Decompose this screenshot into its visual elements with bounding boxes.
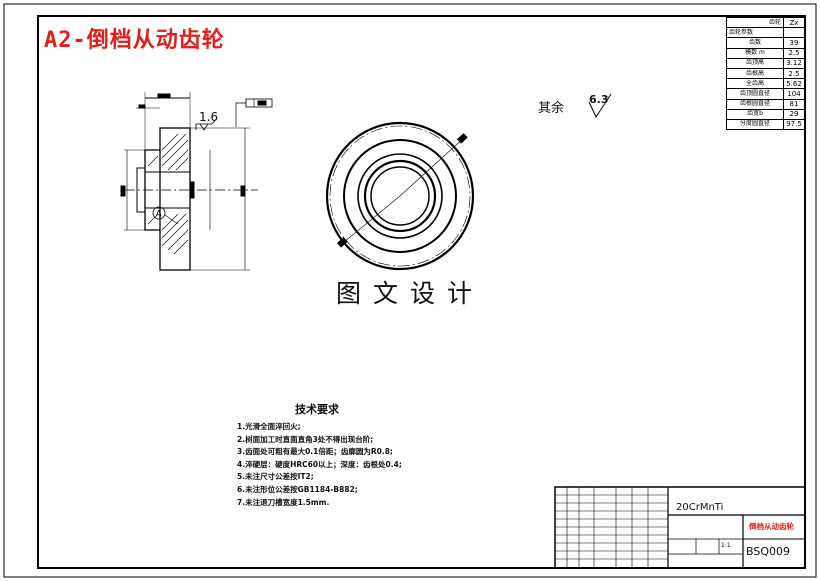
- material-label: 20CrMnTi: [676, 502, 724, 513]
- title-block: [554, 486, 806, 569]
- tech-req-item: 5.未注尺寸公差按IT2;: [237, 472, 314, 482]
- param-row: 齿轮参数: [726, 27, 805, 39]
- param-row: 齿根高 2.5: [726, 67, 805, 80]
- param-row: 齿数 39: [726, 37, 805, 49]
- section-view: A: [120, 92, 273, 271]
- param-label: 齿顶圆直径: [726, 88, 784, 100]
- surface-finish-face-value: 1.6: [199, 110, 219, 124]
- param-row: 模数 m 2.5: [726, 47, 805, 59]
- param-label: 齿轮: [726, 16, 784, 29]
- param-row: 齿宽b 29: [726, 108, 805, 120]
- param-label: 齿根高: [726, 67, 784, 80]
- param-row: 全齿高 5.62: [726, 78, 805, 90]
- param-row: 齿根圆直径 81: [726, 98, 805, 110]
- param-value: 2.5: [783, 47, 805, 59]
- param-value: 3.12: [783, 57, 805, 69]
- tech-req-item: 4.淬硬层：硬度HRC60以上；深度：齿根处0.4;: [237, 459, 402, 469]
- param-label: 齿数: [726, 37, 784, 49]
- param-label: 分度圆直径: [726, 118, 784, 131]
- roughness-symbol: [588, 93, 612, 119]
- tech-req-item: 6.未注形位公差按GB1184-B882;: [237, 484, 358, 494]
- outer-border: [3, 3, 817, 578]
- param-value: 2.5: [783, 67, 805, 80]
- param-label: 全齿高: [726, 78, 784, 90]
- param-value: [783, 27, 805, 39]
- drawing-number: BSQ009: [746, 545, 790, 558]
- param-value: Zx: [783, 16, 805, 29]
- param-value: 5.62: [783, 78, 805, 90]
- param-label: 齿宽b: [726, 108, 784, 120]
- scale-value: 1:1: [721, 542, 731, 549]
- param-label: 齿轮参数: [726, 27, 784, 39]
- part-name: 倒档从动齿轮: [749, 522, 794, 531]
- param-label: 模数 m: [726, 47, 784, 59]
- param-row: 齿轮 Zx: [726, 16, 805, 29]
- tech-req-item: 3.齿面处可粗有最大0.1倍距；齿廓圆为R0.8;: [237, 447, 393, 457]
- tech-req-item: 7.未注退刀槽宽度1.5mm.: [237, 497, 330, 507]
- tech-req-item: 2.树面加工时直面直角3处不得出现台阶;: [237, 434, 374, 444]
- param-label: 齿根圆直径: [726, 98, 784, 110]
- param-value: 39: [783, 37, 805, 49]
- param-row: 分度圆直径 97.5: [726, 118, 805, 131]
- param-label: 齿顶高: [726, 57, 784, 69]
- front-view: [325, 121, 475, 271]
- param-row: 齿顶圆直径 104: [726, 88, 805, 100]
- watermark-text: 图文设计: [336, 279, 485, 308]
- inner-frame: [37, 15, 806, 569]
- param-value: 104: [783, 88, 805, 100]
- tech-req-heading: 技术要求: [295, 403, 339, 416]
- param-value: 81: [783, 98, 805, 110]
- param-value: 97.5: [783, 118, 805, 131]
- drawing-title: A2-倒档从动齿轮: [44, 28, 225, 53]
- svg-text:A: A: [156, 209, 162, 218]
- param-row: 齿顶高 3.12: [726, 57, 805, 69]
- gear-parameter-table: 齿轮 Zx 齿轮参数 齿数 39 模数 m 2.5 齿顶高 3.12 齿根高 2…: [726, 16, 805, 131]
- param-value: 29: [783, 108, 805, 120]
- tech-req-item: 1.光滑全面淬回火;: [237, 422, 301, 431]
- technical-requirements: 技术要求 1.光滑全面淬回火; 2.树面加工时直面直角3处不得出现台阶; 3.齿…: [237, 401, 497, 509]
- surface-finish-rest-label: 其余: [538, 101, 565, 116]
- surface-finish-rest-value: 6.3: [589, 93, 609, 106]
